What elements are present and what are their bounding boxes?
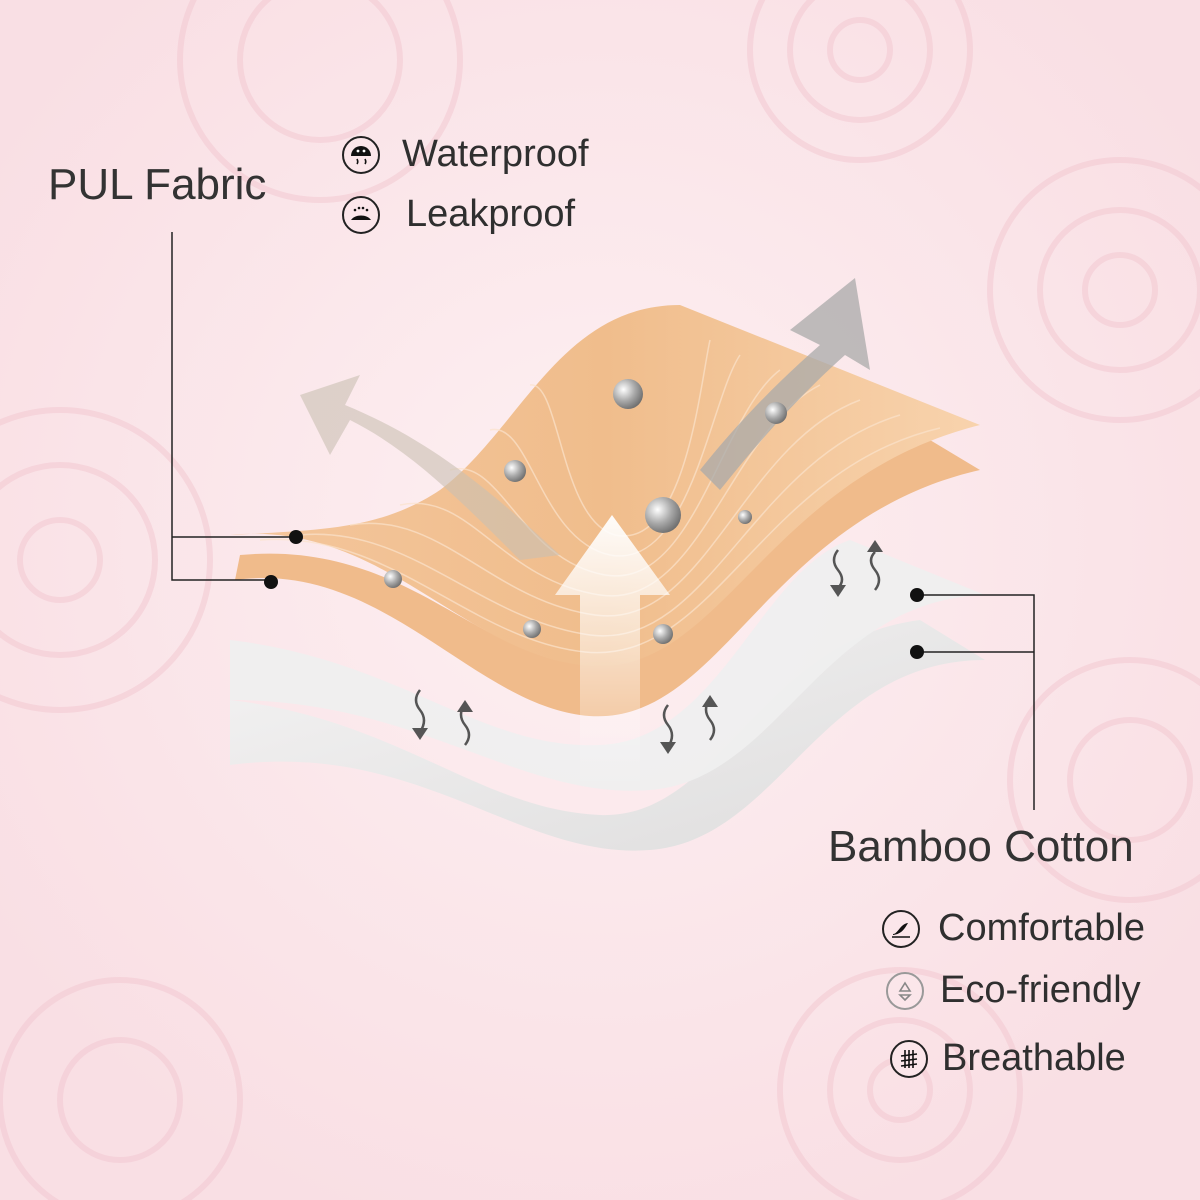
feature-label: Leakproof (406, 193, 576, 235)
feature-label: Comfortable (938, 907, 1145, 949)
breathable-icon (890, 1039, 928, 1078)
eco-friendly-icon (886, 971, 924, 1010)
waterproof-icon (342, 135, 380, 174)
airflow-arrow-left (300, 375, 560, 560)
droplet (384, 570, 402, 588)
breathable-up-arrow (555, 515, 670, 790)
comfortable-icon (882, 909, 920, 948)
droplet (504, 460, 526, 482)
droplet (645, 497, 681, 533)
leakproof-icon (342, 195, 380, 234)
feature-label: Waterproof (402, 133, 589, 175)
droplet (613, 379, 643, 409)
droplet (738, 510, 752, 524)
bamboo-cotton-title: Bamboo Cotton (828, 822, 1134, 871)
feature-label: Breathable (942, 1037, 1126, 1079)
bamboo-leader-line (917, 594, 1035, 810)
pul-fabric-title: PUL Fabric (48, 160, 267, 209)
feature-eco-friendly: Eco-friendly (886, 969, 1141, 1012)
droplet (765, 402, 787, 424)
feature-leakproof: Leakproof (342, 193, 575, 236)
droplet (653, 624, 673, 644)
airflow-arrow-right (700, 278, 870, 490)
feature-breathable: Breathable (890, 1037, 1126, 1080)
pul-leader-line (171, 232, 272, 581)
feature-label: Eco-friendly (940, 969, 1141, 1011)
droplet (523, 620, 541, 638)
feature-comfortable: Comfortable (882, 907, 1145, 950)
feature-waterproof: Waterproof (342, 133, 589, 176)
